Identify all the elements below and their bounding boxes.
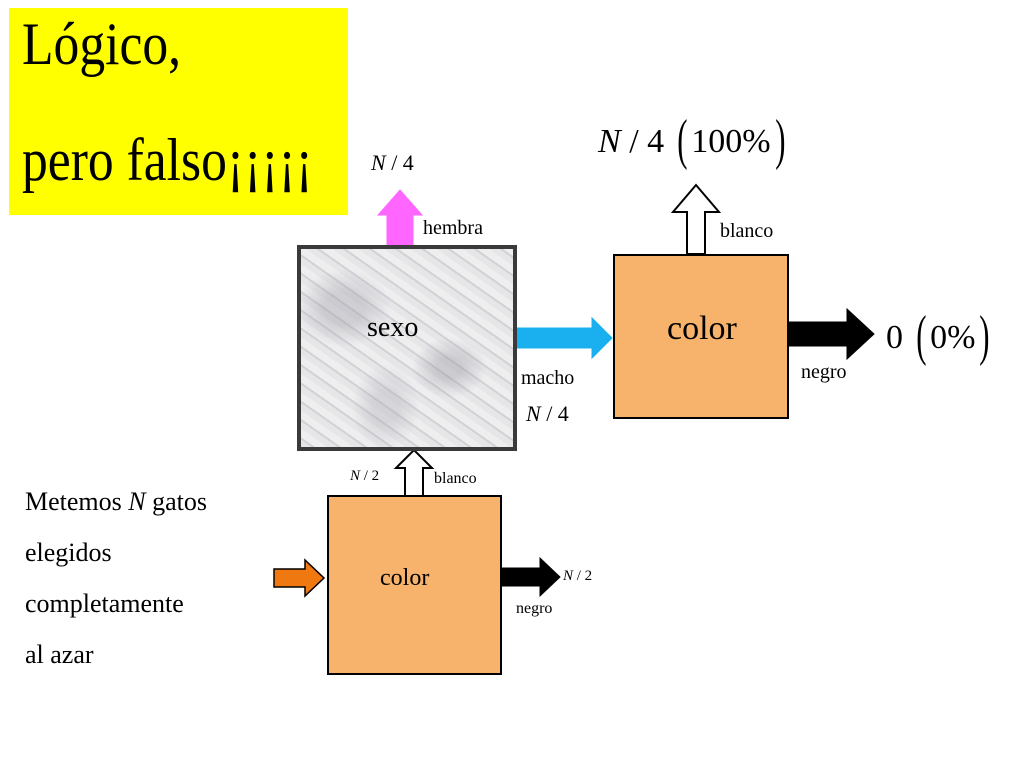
blanco-bottom-label: blanco: [434, 470, 477, 487]
negro-bottom-arrow-icon: [501, 556, 561, 598]
blanco-bottom-arrow-icon: [393, 448, 435, 498]
sexo-label: sexo: [367, 312, 419, 343]
story-line-2: elegidos: [25, 538, 112, 567]
negro-top-fraction: 0 (0%): [886, 305, 990, 367]
blanco-top-label: blanco: [720, 220, 774, 242]
negro-top-label: negro: [801, 361, 847, 383]
negro-top-arrow-icon: [786, 307, 875, 361]
color-top-label: color: [667, 310, 737, 347]
sexo-box: [297, 245, 517, 451]
hembra-arrow-icon: [376, 189, 424, 246]
story-line-1: Metemos N gatos: [25, 487, 207, 516]
story-line-3: completamente: [25, 589, 184, 618]
macho-fraction: N / 4: [526, 401, 569, 426]
color-box-top: [613, 254, 789, 419]
blanco-bottom-fraction: N / 2: [350, 468, 380, 484]
blanco-top-arrow-icon: [670, 183, 722, 255]
title-box: [9, 8, 348, 215]
color-box-bottom: [327, 495, 502, 675]
macho-arrow-icon: [514, 316, 613, 360]
color-bottom-label: color: [380, 565, 430, 591]
title-line-2: pero falso¡¡¡¡¡: [22, 127, 313, 193]
story-line-4: al azar: [25, 640, 94, 669]
negro-bottom-label: negro: [516, 600, 553, 617]
hembra-label: hembra: [423, 217, 483, 239]
macho-label: macho: [521, 367, 575, 389]
input-arrow-icon: [273, 558, 326, 598]
title-line-1: Lógico,: [22, 11, 182, 77]
blanco-top-fraction: N / 4 (100%): [598, 109, 786, 171]
negro-bottom-fraction: N / 2: [563, 568, 593, 584]
hembra-fraction: N / 4: [371, 150, 414, 175]
